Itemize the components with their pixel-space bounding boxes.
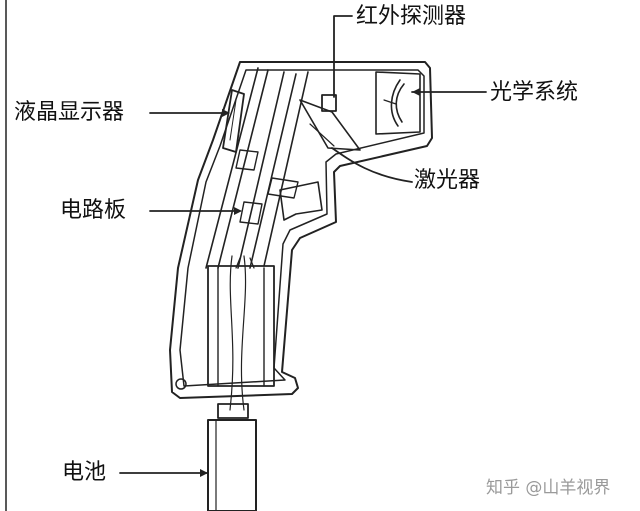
circuit-board-line-3 xyxy=(238,72,284,268)
watermark: 知乎 @山羊视界 xyxy=(486,478,610,498)
circuit-board-line-4 xyxy=(250,74,296,268)
label-circuit-board: 电路板 xyxy=(60,198,126,224)
label-laser: 激光器 xyxy=(414,168,480,194)
trigger xyxy=(280,182,322,220)
label-ir-detector: 红外探测器 xyxy=(356,4,466,30)
label-lcd: 液晶显示器 xyxy=(14,100,124,126)
battery-body xyxy=(208,420,256,511)
circuit-board-line-1 xyxy=(206,68,258,268)
leader-ir-detector xyxy=(334,16,352,97)
label-optics: 光学系统 xyxy=(490,80,578,106)
label-battery: 电池 xyxy=(62,460,106,486)
